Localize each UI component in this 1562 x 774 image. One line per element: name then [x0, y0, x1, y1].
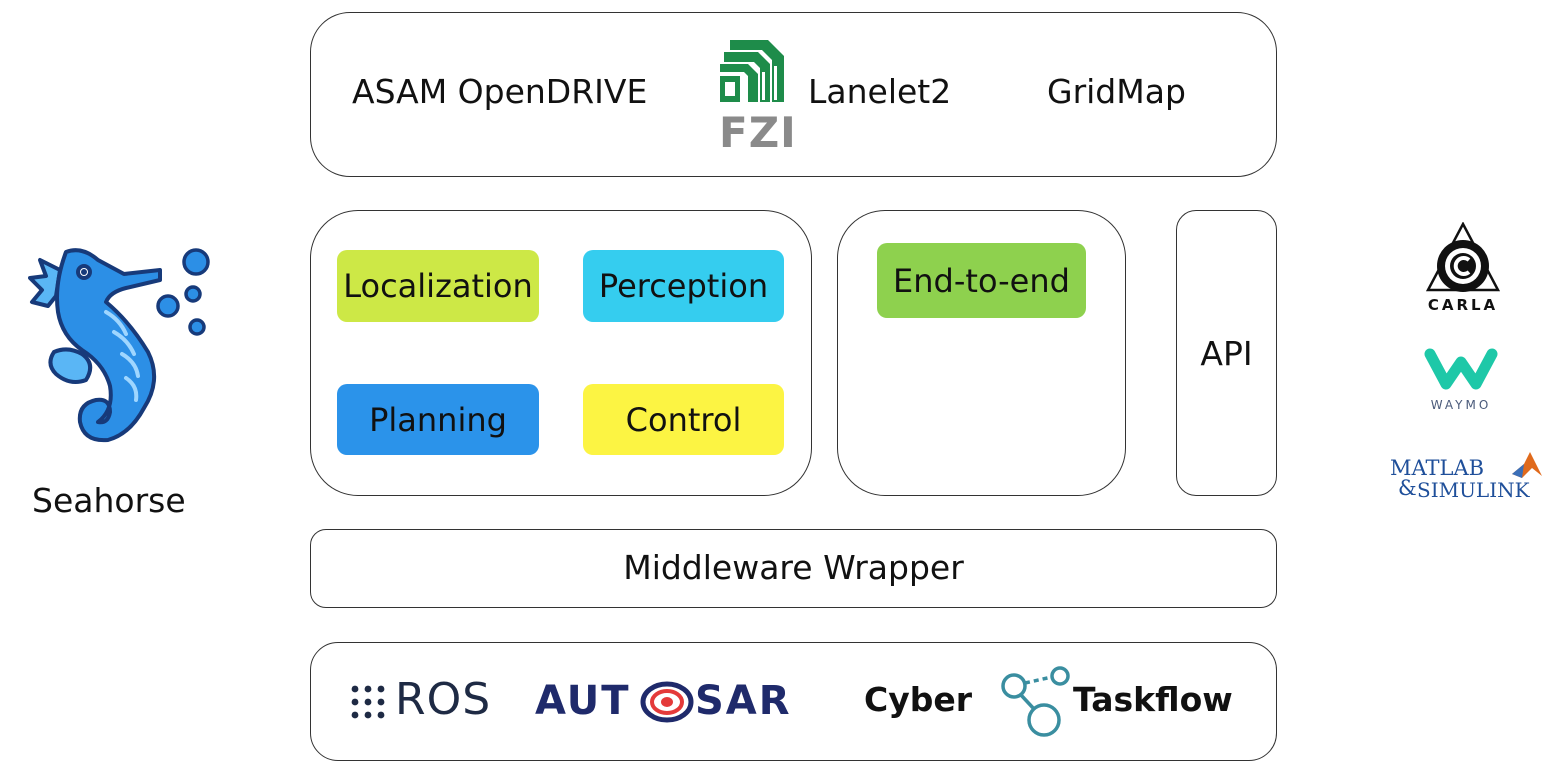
taskflow-label: Taskflow: [1073, 680, 1233, 719]
control-module: Control: [583, 384, 784, 455]
fzi-logo-text: FZI: [719, 108, 797, 157]
map-layer-box: [310, 12, 1277, 177]
gridmap-label: GridMap: [1047, 72, 1186, 111]
taskflow-graph-icon: [1001, 666, 1070, 737]
localization-module: Localization: [337, 250, 539, 322]
api-box: [1176, 210, 1277, 496]
ros-label: ROS: [395, 674, 492, 725]
planning-module: Planning: [337, 384, 539, 455]
carla-label: CARLA: [1427, 296, 1499, 314]
cyber-label: Cyber: [864, 680, 973, 719]
lanelet2-label: Lanelet2: [808, 72, 952, 111]
autosar-right-text: SAR: [695, 678, 792, 724]
simulink-label: SIMULINK: [1417, 478, 1530, 502]
ampersand-label: &: [1398, 476, 1417, 500]
opendrive-label: ASAM OpenDRIVE: [352, 72, 648, 111]
carla-logo-icon: [1425, 222, 1501, 292]
seahorse-icon: [28, 248, 210, 443]
seahorse-label: Seahorse: [32, 481, 186, 520]
matlab-label: MATLAB: [1390, 456, 1485, 480]
frameworks-box: [310, 642, 1277, 761]
middleware-wrapper-label: Middleware Wrapper: [623, 548, 964, 587]
waymo-label: WAYMO: [1430, 398, 1492, 412]
fzi-logo-icon: [720, 40, 784, 102]
ros-dots-icon: [351, 685, 385, 719]
end-to-end-module: End-to-end: [877, 243, 1086, 318]
api-label: API: [1200, 334, 1253, 373]
waymo-logo-icon: [1424, 348, 1498, 390]
matlab-membrane-icon: [1512, 452, 1542, 478]
autosar-target-icon: [640, 681, 694, 723]
autosar-left-text: AUT: [535, 678, 631, 724]
middleware-wrapper-box: [310, 529, 1277, 608]
perception-module: Perception: [583, 250, 784, 322]
